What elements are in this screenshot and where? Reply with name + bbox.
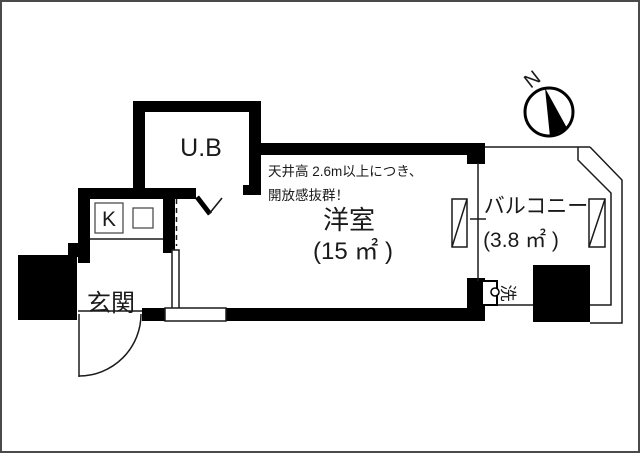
compass-needle <box>545 88 567 137</box>
kitchen-wall-right <box>163 199 175 253</box>
ub-wall-bottom-stub <box>243 185 261 195</box>
right-window-diagonal <box>588 198 606 248</box>
balcony-inner-outline <box>577 147 612 306</box>
walls <box>18 101 590 322</box>
ub-wall-right <box>249 101 261 195</box>
washer-side-wall-block <box>467 278 485 321</box>
balcony-outer-outline <box>589 146 623 324</box>
bottom-wall-left-piece <box>142 308 167 321</box>
balcony-railing <box>485 146 623 324</box>
entrance-door-arc <box>78 313 142 377</box>
kitchen-sink-box <box>132 207 154 229</box>
washer-faucet-circle <box>490 287 500 297</box>
left-window-diagonal <box>451 198 468 248</box>
entrance-label: 玄関 <box>87 290 135 317</box>
western-room-label: 洋室 <box>323 205 375 235</box>
living-wall-top <box>260 143 485 155</box>
washer-label: 洗 <box>498 285 517 302</box>
ub-room-label: U.B <box>180 134 222 162</box>
ub-wall-top <box>133 101 261 112</box>
kitchen-label: K <box>102 208 116 231</box>
balcony-area: (3.8 ㎡ ) <box>483 228 559 252</box>
entrance-wall-step <box>68 243 78 257</box>
ceiling-note-line1: 天井高 2.6m以上につき、 <box>268 163 422 179</box>
ub-wall-left <box>133 101 145 199</box>
sliding-door-leaf <box>171 249 180 313</box>
kitchen-wall-top <box>78 188 196 199</box>
compass-circle <box>523 86 575 138</box>
entrance-wall-block <box>18 255 77 320</box>
partition-lines <box>78 163 486 312</box>
sliding-door-threshold <box>164 307 227 322</box>
western-room-area: (15 ㎡ ) <box>313 238 393 265</box>
kitchen-fixtures <box>94 202 154 234</box>
bottom-wall-long <box>225 308 470 321</box>
doors <box>78 195 227 377</box>
balcony-label: バルコニー <box>484 195 589 218</box>
kitchen-wall-left <box>78 188 90 263</box>
windows <box>451 198 606 248</box>
room-labels: U.B K 玄関 洋室 (15 ㎡ ) バルコニー (3.8 ㎡ ) 天井高 2… <box>87 134 588 317</box>
ceiling-note-line2: 開放感抜群！ <box>268 187 349 203</box>
living-wall-top-corner <box>467 155 485 164</box>
balcony-wall-block <box>533 265 590 322</box>
ub-door-mark-left <box>195 195 212 216</box>
ub-door-mark-right <box>208 197 223 215</box>
washing-machine-icon <box>481 280 500 306</box>
kitchen-unit-box <box>94 202 124 234</box>
